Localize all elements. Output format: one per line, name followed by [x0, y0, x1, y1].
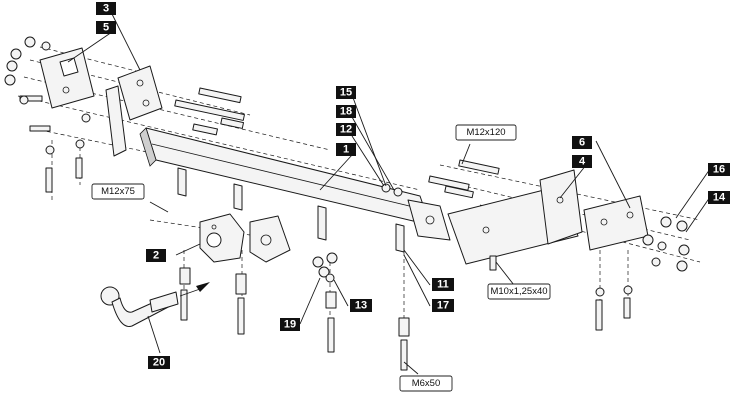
callout-3: 3	[96, 2, 116, 15]
right-nuts-washers	[381, 183, 690, 297]
callout-17: 17	[432, 299, 454, 312]
spec-m12x120-label: M12x120	[466, 127, 505, 138]
callout-16: 16	[708, 163, 730, 176]
callout-14: 14	[708, 191, 730, 204]
callout-5-label: 5	[103, 22, 109, 34]
callout-15: 15	[336, 86, 356, 99]
callout-18: 18	[336, 105, 356, 118]
right-side-bracket	[447, 169, 649, 265]
callout-4-label: 4	[579, 156, 586, 168]
callout-16-label: 16	[713, 164, 725, 176]
callout-12: 12	[336, 123, 356, 136]
spec-m10x125x40-label: M10x1,25x40	[490, 286, 547, 297]
callout-20: 20	[148, 356, 170, 369]
callout-2-label: 2	[153, 250, 159, 262]
spec-m10x125x40: M10x1,25x40	[487, 283, 551, 300]
callout-20-label: 20	[153, 357, 165, 369]
callout-2: 2	[146, 249, 166, 262]
callout-4: 4	[572, 155, 592, 168]
callout-12-label: 12	[340, 124, 352, 136]
callout-14-label: 14	[713, 192, 726, 204]
callout-1: 1	[336, 143, 356, 156]
spec-m6x50: M6x50	[399, 375, 453, 392]
callout-1-label: 1	[343, 144, 349, 156]
callout-19: 19	[280, 318, 300, 331]
ball-mount-plate	[199, 213, 291, 263]
callout-13: 13	[350, 299, 372, 312]
callout-3-label: 3	[103, 3, 109, 15]
left-side-bracket	[105, 65, 163, 157]
left-nuts-washers	[4, 36, 91, 155]
right-bolts	[428, 159, 631, 331]
callout-17-label: 17	[437, 300, 449, 312]
callout-18-label: 18	[340, 106, 352, 118]
callout-11-label: 11	[437, 279, 449, 291]
left-reinforcement-plate	[39, 47, 95, 109]
tow-ball	[100, 282, 210, 327]
callout-11: 11	[432, 278, 454, 291]
callout-19-label: 19	[284, 319, 296, 331]
leader-lines	[67, 13, 711, 375]
left-bolts	[19, 87, 245, 193]
spec-m12x75: M12x75	[91, 183, 145, 200]
callout-6-label: 6	[579, 137, 585, 149]
spec-m12x75-label: M12x75	[101, 186, 135, 197]
callout-6: 6	[572, 136, 592, 149]
main-crossbar	[139, 127, 451, 253]
callout-5: 5	[96, 21, 116, 34]
callout-13-label: 13	[355, 300, 367, 312]
spec-m12x120: M12x120	[455, 124, 517, 141]
callout-15-label: 15	[340, 87, 352, 99]
center-spacers-bolts	[179, 252, 410, 371]
spec-m6x50-label: M6x50	[412, 378, 441, 389]
